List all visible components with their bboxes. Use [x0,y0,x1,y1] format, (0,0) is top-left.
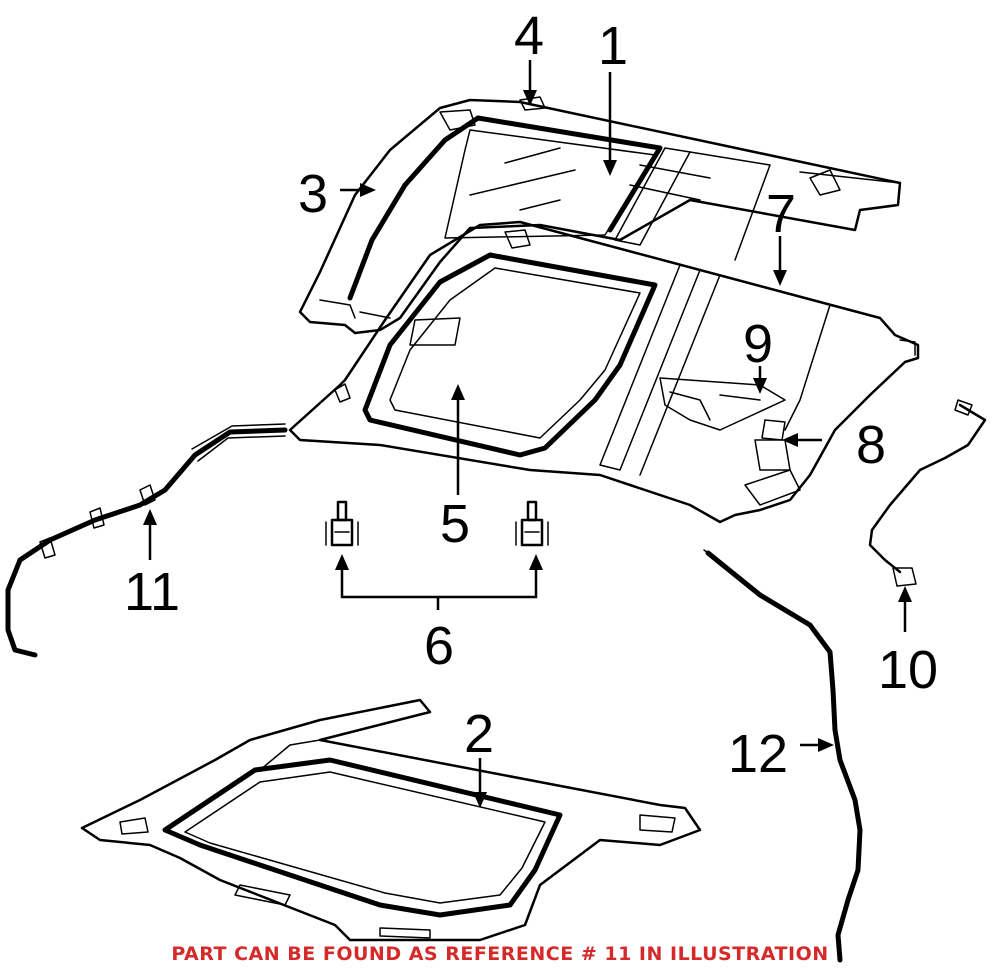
reference-footnote: PART CAN BE FOUND AS REFERENCE # 11 IN I… [171,943,829,965]
part-headliner-frame [80,698,702,942]
callout-6: 6 [424,616,454,676]
arrow-10 [898,586,912,602]
arrow-6-right [529,554,543,570]
arrow-7 [773,270,787,286]
callout-4: 4 [514,6,544,66]
callout-2: 2 [464,704,494,764]
stud-right [515,500,549,547]
callouts: 1 2 3 4 5 6 7 8 9 10 11 12 [124,6,938,784]
callout-5: 5 [440,494,470,554]
arrow-9 [753,378,767,394]
callout-7: 7 [766,184,796,244]
callout-8: 8 [856,415,886,475]
callout-12: 12 [728,724,788,784]
leader-6 [340,568,538,599]
arrow-4 [523,90,537,106]
callout-3: 3 [298,164,328,224]
arrow-8 [782,433,798,447]
callout-1: 1 [598,16,628,76]
callout-9: 9 [743,314,773,374]
arrow-12 [818,738,834,752]
part-studs [325,500,549,547]
stud-left [325,500,359,547]
arrow-5 [451,384,465,400]
part-glass-upper-frame [298,96,902,335]
callout-10: 10 [878,640,938,700]
part-drain-hose-rear [703,549,863,963]
leaders [143,60,912,808]
arrow-6-left [335,554,349,570]
part-sunroof-frame [288,220,920,524]
arrow-2 [473,792,487,808]
arrow-3 [360,183,376,197]
arrow-11 [143,509,157,525]
part-drain-hose-front [5,423,288,658]
callout-11: 11 [124,562,180,622]
arrow-1 [603,160,617,176]
part-wire-harness [868,399,987,587]
